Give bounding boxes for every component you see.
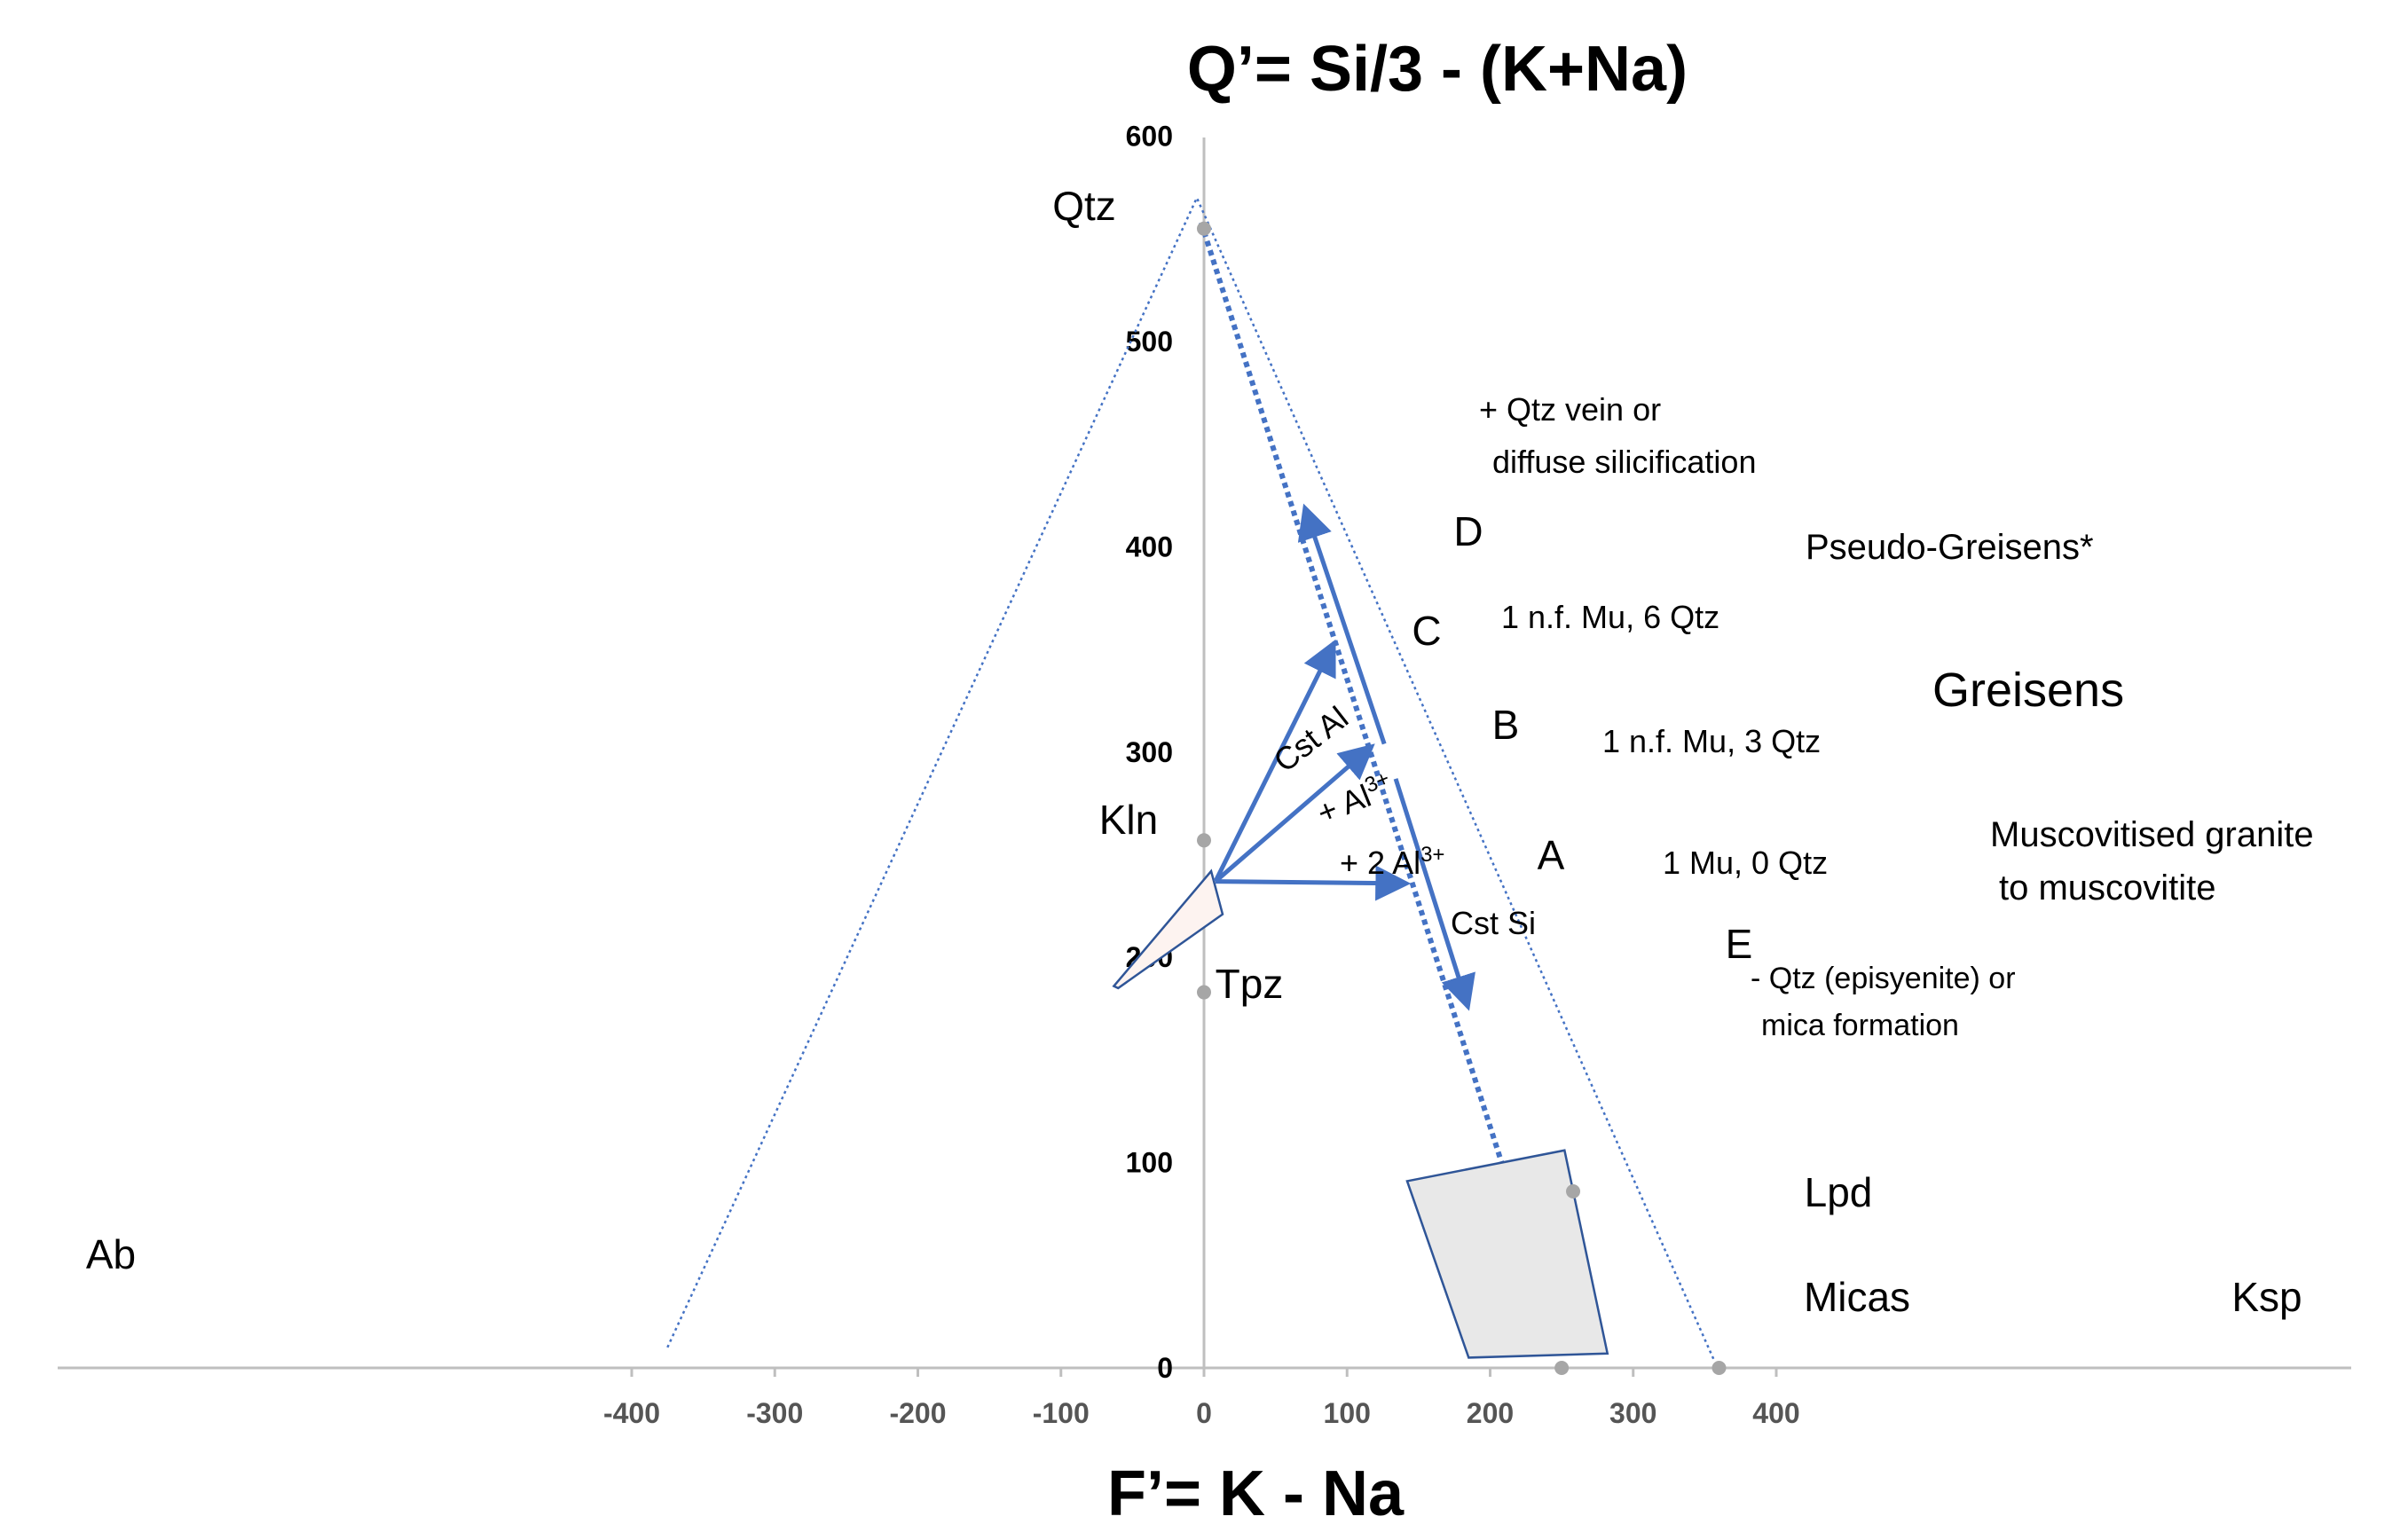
label-ab: Ab — [86, 1231, 136, 1277]
x-tick-label: -100 — [1033, 1397, 1090, 1429]
mineral-point-ksp — [1711, 1361, 1727, 1375]
x-tick-group: -400 -300 -200 -100 0 100 200 300 400 — [603, 1368, 1800, 1429]
x-tick-label: 300 — [1609, 1397, 1656, 1429]
label-cst-si: Cst Si — [1451, 905, 1536, 941]
label-cst-al: Cst Al — [1267, 699, 1355, 779]
x-tick-label: -200 — [889, 1397, 946, 1429]
y-tick-label: 300 — [1126, 736, 1173, 768]
x-tick-label: 0 — [1196, 1397, 1212, 1429]
y-tick-label: 0 — [1157, 1352, 1173, 1384]
label-qtz: Qtz — [1052, 183, 1116, 229]
topaz-field — [1112, 868, 1224, 990]
micas-field — [1405, 1149, 1609, 1359]
arrow-e — [1393, 778, 1475, 1011]
x-tick-label: -400 — [603, 1397, 660, 1429]
arrow-c — [1213, 639, 1336, 883]
x-tick-label: 200 — [1467, 1397, 1514, 1429]
label-arrow-d: D — [1453, 508, 1483, 554]
label-episyenite-line1: - Qtz (episyenite) or — [1751, 962, 2016, 995]
x-tick-label: -300 — [746, 1397, 803, 1429]
mineral-point-qtz — [1197, 221, 1211, 236]
mineral-point-kln — [1197, 833, 1211, 848]
label-greisens: Greisens — [1932, 664, 2124, 717]
label-ksp: Ksp — [2231, 1274, 2302, 1320]
label-qtz-vein-line1: + Qtz vein or — [1479, 391, 1661, 428]
label-muscovitised-line1: Muscovitised granite — [1990, 815, 2314, 854]
label-kln: Kln — [1099, 797, 1158, 843]
label-arrow-a: A — [1538, 832, 1565, 878]
label-plus-2al: + 2 Al3+ — [1340, 843, 1444, 881]
y-tick-group: 0100200300400500600 — [1126, 121, 1173, 1384]
label-episyenite-line2: mica formation — [1761, 1009, 1959, 1042]
label-arrow-c: C — [1412, 608, 1441, 654]
plus-2al-superscript: 3+ — [1420, 843, 1444, 867]
arrow-a — [1215, 865, 1412, 901]
label-micas: Micas — [1804, 1274, 1910, 1320]
y-tick-label: 400 — [1126, 530, 1173, 562]
label-mu-6qtz: 1 n.f. Mu, 6 Qtz — [1501, 599, 1719, 635]
mineral-point-group — [1197, 221, 1727, 1375]
plus-2al-text: + 2 Al — [1340, 845, 1420, 881]
label-lpd: Lpd — [1805, 1169, 1873, 1215]
x-tick-label: 400 — [1752, 1397, 1799, 1429]
chart-title: Q’= Si/3 - (K+Na) — [1187, 34, 1688, 105]
label-qtz-vein-line2: diffuse silicification — [1492, 444, 1756, 480]
x-tick-label: 100 — [1324, 1397, 1371, 1429]
y-tick-label: 500 — [1126, 326, 1173, 358]
label-tpz: Tpz — [1216, 961, 1284, 1007]
mineral-point-lpd — [1566, 1183, 1581, 1198]
label-muscovitised-line2: to muscovitite — [1999, 868, 2216, 908]
mineral-point-unlabeled — [1554, 1361, 1570, 1375]
arrow-b — [1214, 743, 1375, 884]
y-tick-label: 600 — [1126, 121, 1173, 153]
y-tick-label: 100 — [1126, 1147, 1173, 1179]
label-pseudo-greisens: Pseudo-Greisens* — [1806, 528, 2094, 567]
mineral-point-tpz — [1197, 985, 1211, 1000]
label-mu-0qtz: 1 Mu, 0 Qtz — [1663, 845, 1828, 881]
label-arrow-b: B — [1492, 702, 1520, 748]
x-axis-label: F’= K - Na — [1107, 1458, 1405, 1529]
arrow-group — [1213, 503, 1475, 1011]
arrow-d — [1297, 503, 1387, 745]
label-mu-3qtz: 1 n.f. Mu, 3 Qtz — [1602, 723, 1821, 759]
label-arrow-e: E — [1726, 921, 1753, 967]
